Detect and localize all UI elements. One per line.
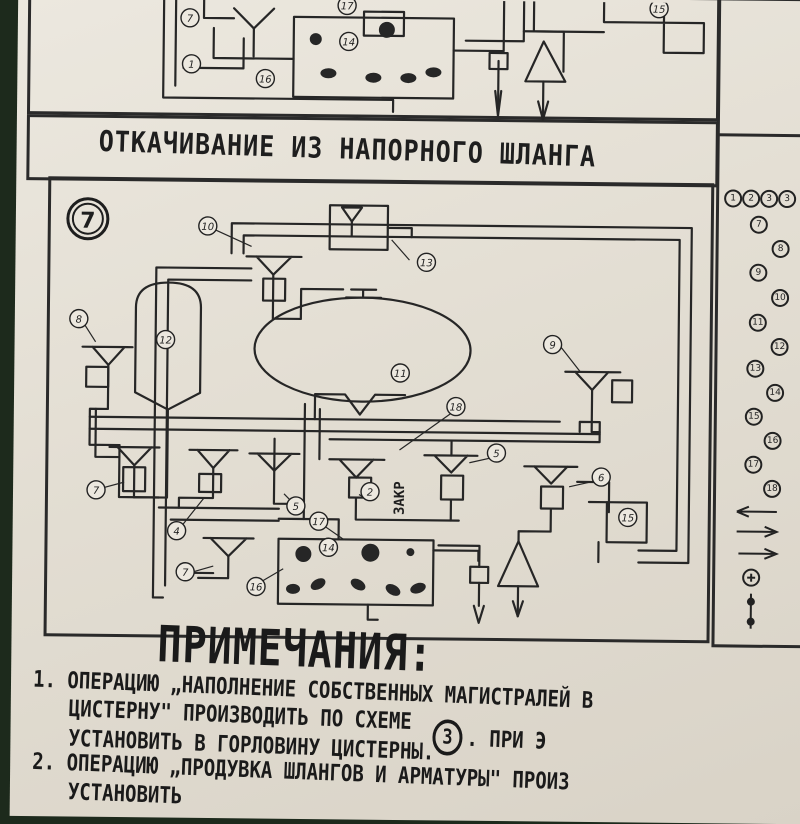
label-7b: 7 (182, 568, 189, 579)
label-4: 4 (173, 527, 179, 538)
legend-item-17: 17 (744, 455, 763, 474)
legend-item-7: 7 (749, 215, 768, 234)
legend-item-15: 15 (744, 407, 763, 426)
legend-item-14: 14 (766, 383, 785, 403)
label-17: 17 (312, 517, 325, 528)
label-5b: 5 (293, 502, 299, 513)
legend-item-11: 11 (748, 313, 767, 332)
label-14: 14 (322, 543, 335, 554)
legend-item-12: 12 (770, 337, 789, 357)
closed-valve-label: ЗАКР (392, 481, 408, 515)
top-label-7: 7 (187, 14, 194, 25)
label-16: 16 (250, 582, 263, 593)
top-label-17: 17 (341, 1, 354, 12)
top-label-15: 15 (653, 5, 666, 16)
label-9: 9 (549, 341, 555, 352)
legend-item-8: 8 (771, 239, 790, 259)
legend-circle-3: 3 (760, 189, 779, 208)
label-10: 10 (201, 222, 214, 233)
label-13: 13 (420, 258, 433, 269)
top-label-1: 1 (188, 60, 194, 71)
top-label-16: 16 (259, 75, 272, 86)
top-scheme-piping (162, 0, 706, 121)
sheet: ОТКАЧИВАНИЕ ИЗ НАПОРНОГО ШЛАНГА (9, 0, 800, 824)
label-5a: 5 (493, 449, 499, 460)
label-11: 11 (394, 369, 407, 380)
note-line-2-tail: . ПРИ Э (465, 725, 547, 755)
legend-circle-2: 2 (742, 189, 761, 208)
legend-circle-1: 1 (724, 189, 743, 208)
scheme-number: 7 (80, 209, 96, 234)
pipe-diagram: 7 10 13 8 12 11 9 (66, 0, 780, 629)
label-6: 6 (598, 473, 604, 484)
label-15: 15 (621, 513, 634, 524)
legend-circle-3b: 3 (778, 189, 797, 209)
legend-item-9: 9 (749, 263, 768, 282)
label-18: 18 (449, 403, 462, 414)
top-label-14: 14 (342, 37, 355, 48)
label-7a: 7 (93, 486, 100, 497)
legend-item-10: 10 (770, 288, 790, 308)
note-line-5: УСТАНОВИТЬ (67, 778, 183, 810)
label-12: 12 (159, 335, 172, 346)
label-8: 8 (76, 315, 82, 326)
label-2: 2 (367, 488, 373, 499)
legend-item-13: 13 (746, 359, 765, 378)
legend-item-18: 18 (762, 479, 782, 498)
legend-symbols (736, 505, 780, 629)
legend-item-16: 16 (763, 431, 782, 450)
